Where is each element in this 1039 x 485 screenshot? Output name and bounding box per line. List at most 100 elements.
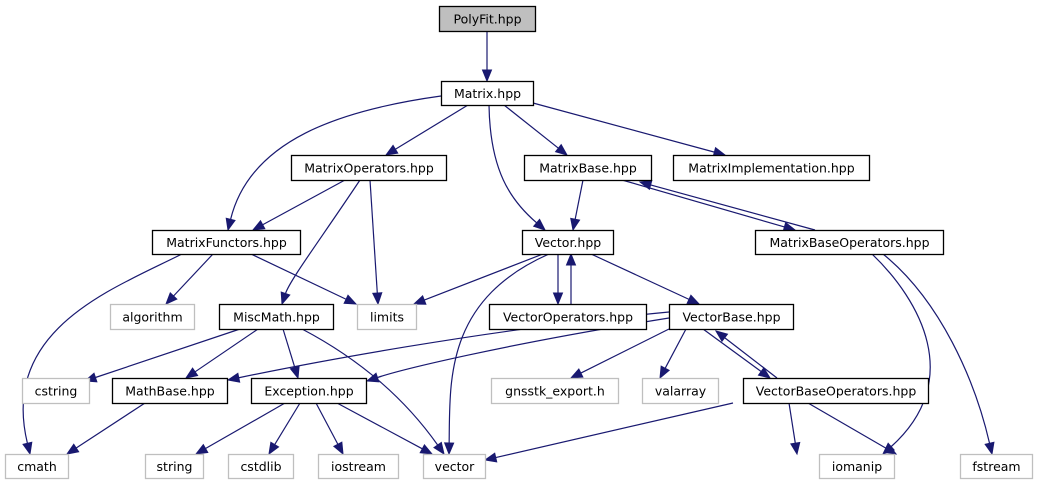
node-label: valarray	[655, 384, 707, 399]
node-label: algorithm	[122, 310, 182, 325]
edge-line	[724, 337, 778, 379]
arrowhead-icon	[280, 291, 291, 306]
edge-vectorbase-to-gnsstk_export	[569, 328, 670, 379]
arrowhead-icon	[289, 365, 300, 380]
node-label: Vector.hpp	[535, 235, 602, 250]
arrowhead-icon	[554, 143, 569, 156]
node-box	[250, 377, 368, 405]
node-matrixfunctors[interactable]: MatrixFunctors.hpp	[151, 229, 302, 256]
node-iomanip: iomanip	[818, 453, 896, 480]
node-string: string	[144, 453, 205, 480]
node-matriximplementation[interactable]: MatrixImplementation.hpp	[672, 154, 871, 182]
edges-layer	[22, 31, 995, 463]
edge-line	[495, 402, 734, 459]
arrowhead-icon	[184, 367, 199, 379]
edge-miscmath-to-exception	[282, 328, 300, 380]
edge-mathbase-to-cmath	[65, 402, 146, 455]
edge-line	[488, 104, 538, 224]
edge-line	[282, 328, 296, 368]
node-label: iomanip	[832, 459, 882, 474]
edge-line	[301, 328, 439, 446]
node-mathbase[interactable]: MathBase.hpp	[111, 377, 229, 405]
arrowhead-icon	[686, 294, 701, 305]
node-matrixoperators[interactable]: MatrixOperators.hpp	[290, 154, 448, 182]
node-box	[4, 453, 70, 480]
edge-line	[503, 104, 559, 149]
edge-matrix-to-matrixoperators	[384, 104, 469, 156]
edge-line	[205, 402, 286, 450]
node-vectorbase[interactable]: VectorBase.hpp	[668, 303, 795, 331]
edge-vector-to-limits	[412, 253, 544, 305]
node-box	[111, 377, 229, 405]
edge-vectorbase-to-vectorbaseoperators	[702, 328, 772, 379]
nodes-layer: PolyFit.hppMatrix.hppMatrixOperators.hpp…	[4, 5, 1034, 480]
arrowhead-icon	[226, 372, 241, 383]
edge-line	[580, 328, 670, 374]
node-cmath: cmath	[4, 453, 70, 480]
node-label: Exception.hpp	[264, 384, 353, 399]
node-label: MathBase.hpp	[125, 384, 215, 399]
node-label: MatrixFunctors.hpp	[166, 235, 287, 250]
edge-line	[871, 253, 931, 448]
edge-line	[532, 102, 715, 153]
edge-matrix-to-matrixbase	[503, 104, 569, 156]
edge-line	[807, 402, 887, 450]
node-label: iostream	[331, 459, 386, 474]
node-vectoroperators[interactable]: VectorOperators.hpp	[488, 303, 648, 331]
node-vectorbaseoperators[interactable]: VectorBaseOperators.hpp	[742, 377, 930, 405]
edge-matrixfunctors-to-limits	[250, 253, 358, 305]
node-label: MatrixImplementation.hpp	[688, 161, 854, 176]
edge-line	[369, 179, 378, 294]
arrowhead-icon	[659, 365, 671, 380]
arrowhead-icon	[790, 441, 801, 456]
edge-vectorbaseoperators-to-vectorbase	[714, 330, 778, 379]
node-label: cstring	[35, 384, 78, 399]
edge-line	[882, 253, 991, 444]
node-box	[668, 303, 795, 331]
edge-line	[424, 253, 544, 301]
edge-line	[284, 179, 361, 294]
node-matrixbase[interactable]: MatrixBase.hpp	[523, 154, 653, 182]
node-limits: limits	[356, 303, 418, 331]
arrowhead-icon	[22, 441, 33, 456]
node-matrixbaseoperators[interactable]: MatrixBaseOperators.hpp	[754, 229, 945, 256]
arrowhead-icon	[372, 292, 383, 306]
node-vector[interactable]: Vector.hpp	[521, 229, 615, 256]
edge-line	[75, 402, 146, 449]
node-box	[523, 154, 653, 182]
node-label: MiscMath.hpp	[233, 310, 320, 325]
node-valarray: valarray	[641, 377, 720, 405]
edge-polyfit-to-matrix	[481, 31, 493, 83]
node-label: MatrixBase.hpp	[539, 161, 637, 176]
edge-line	[395, 104, 469, 150]
node-box	[488, 303, 648, 331]
arrowhead-icon	[384, 144, 399, 156]
node-label: cmath	[17, 459, 57, 474]
arrowhead-icon	[483, 452, 498, 463]
node-label: vector	[435, 459, 476, 474]
edge-line	[250, 253, 347, 300]
edge-matrixbaseoperators-to-iomanip	[871, 253, 931, 455]
edge-line	[336, 402, 423, 450]
node-miscmath[interactable]: MiscMath.hpp	[218, 303, 335, 331]
node-vector-std: vector	[422, 453, 487, 480]
node-label: VectorOperators.hpp	[503, 310, 633, 325]
edge-line	[230, 95, 442, 220]
node-exception[interactable]: Exception.hpp	[250, 377, 368, 405]
arrowhead-icon	[532, 218, 547, 231]
edge-matrixoperators-to-miscmath	[280, 179, 361, 306]
edge-exception-to-vector_std	[336, 402, 434, 455]
arrowhead-icon	[569, 368, 584, 379]
edge-miscmath-to-mathbase	[184, 328, 259, 379]
arrowhead-icon	[984, 441, 995, 456]
edge-matrixoperators-to-matrixfunctors	[251, 179, 346, 231]
edge-vector-to-vectoroperators	[552, 254, 564, 306]
node-box	[422, 453, 487, 480]
arrowhead-icon	[638, 179, 653, 191]
node-cstdlib: cstdlib	[227, 453, 295, 480]
node-label: Matrix.hpp	[454, 86, 521, 101]
edge-line	[650, 184, 816, 231]
node-matrix[interactable]: Matrix.hpp	[440, 80, 535, 107]
node-box	[227, 453, 295, 480]
arrowhead-icon	[412, 294, 427, 305]
